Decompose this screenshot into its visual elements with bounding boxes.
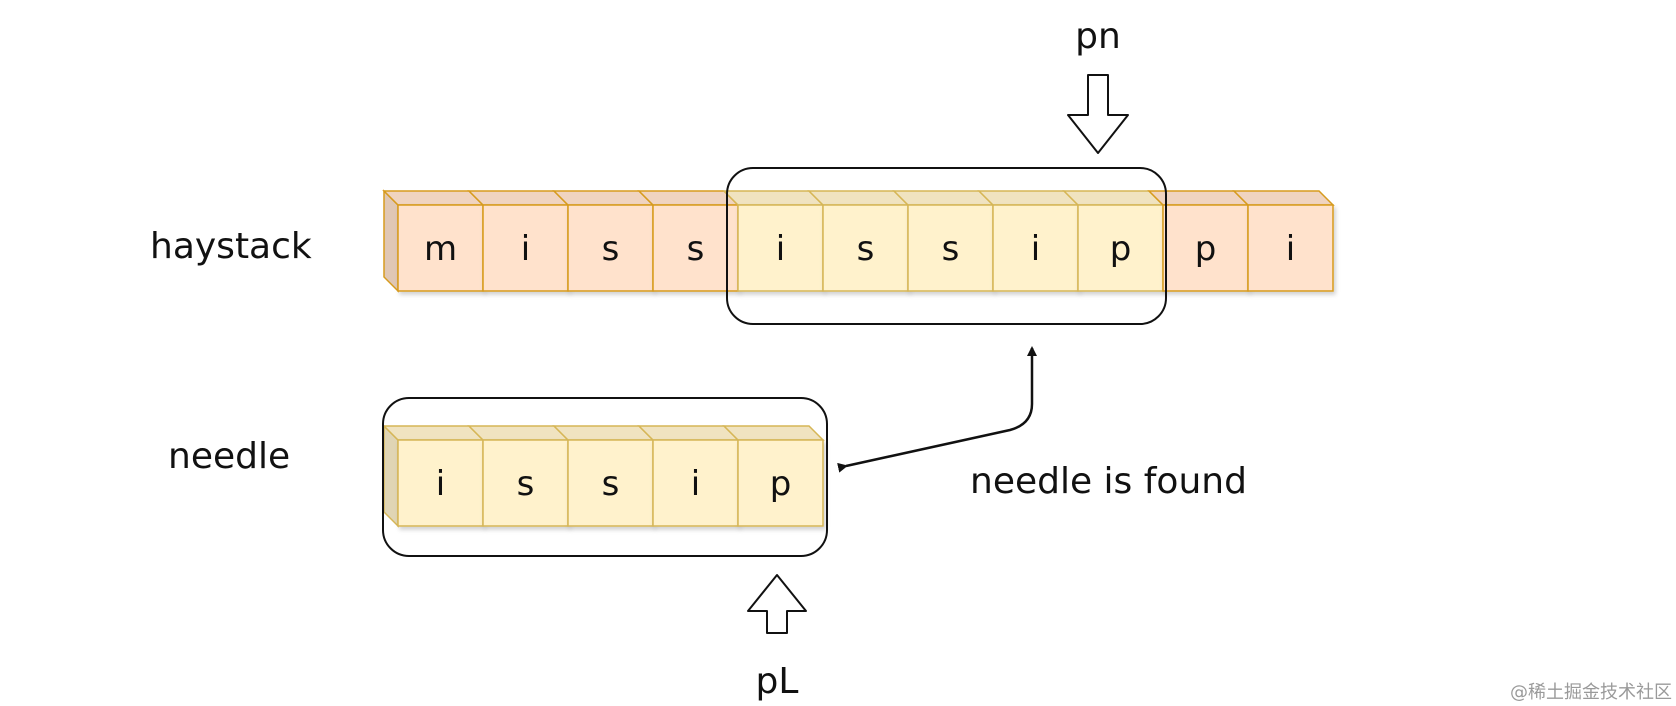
haystack-cell-face xyxy=(992,204,1079,292)
haystack-cell-top xyxy=(977,190,1080,206)
found-connector-arrow xyxy=(837,346,1037,473)
needle-cell-face xyxy=(482,439,569,527)
haystack-cell-char: i xyxy=(521,229,530,269)
haystack-cell-face xyxy=(397,204,484,292)
haystack-cell-top xyxy=(1062,190,1165,206)
needle-cell: s xyxy=(467,425,570,527)
haystack-cell-top xyxy=(1147,190,1250,206)
haystack-cell-top xyxy=(1232,190,1335,206)
haystack-cell-face xyxy=(1077,204,1164,292)
needle-cell: i xyxy=(382,425,485,527)
haystack-cell-top xyxy=(892,190,995,206)
needle-cell-top xyxy=(467,425,570,441)
needle-cell: p xyxy=(722,425,825,527)
haystack-cell-char: i xyxy=(1286,229,1295,269)
haystack-cell-top xyxy=(722,190,825,206)
haystack-cell-top xyxy=(382,190,485,206)
up-arrow-icon xyxy=(747,574,807,634)
down-arrow-icon xyxy=(1067,74,1129,154)
haystack-label: haystack xyxy=(150,226,312,267)
haystack-cell-char: m xyxy=(424,229,457,269)
haystack-cell-char: s xyxy=(942,229,960,269)
haystack-cell-face xyxy=(1162,204,1249,292)
haystack-cell-char: i xyxy=(1031,229,1040,269)
haystack-cell: i xyxy=(722,190,825,292)
needle-cell-face xyxy=(567,439,654,527)
haystack-cell-face xyxy=(907,204,994,292)
haystack-cell-top xyxy=(807,190,910,206)
needle-cell-face xyxy=(397,439,484,527)
haystack-cell: s xyxy=(892,190,995,292)
needle-cell-face xyxy=(652,439,739,527)
haystack-cell: s xyxy=(637,190,740,292)
haystack-cell-char: p xyxy=(1195,229,1217,269)
needle-cell-face xyxy=(737,439,824,527)
haystack-cell: p xyxy=(1062,190,1165,292)
needle-cell-char: p xyxy=(770,464,792,504)
haystack-cell: i xyxy=(467,190,570,292)
haystack-match-outline xyxy=(726,167,1167,325)
needle-cell-char: s xyxy=(602,464,620,504)
haystack-cell: i xyxy=(977,190,1080,292)
needle-cell-top xyxy=(722,425,825,441)
needle-outline xyxy=(382,397,828,557)
haystack-cell-top xyxy=(467,190,570,206)
haystack-cell-face xyxy=(567,204,654,292)
haystack-cell: p xyxy=(1147,190,1250,292)
needle-cell-char: i xyxy=(436,464,445,504)
needle-found-label: needle is found xyxy=(970,461,1247,502)
pointer-pl-label: pL xyxy=(756,661,799,702)
needle-label: needle xyxy=(168,436,290,477)
haystack-cell: s xyxy=(807,190,910,292)
needle-cell-char: s xyxy=(517,464,535,504)
haystack-cell-char: i xyxy=(776,229,785,269)
haystack-cell-char: p xyxy=(1110,229,1132,269)
needle-cell-top xyxy=(552,425,655,441)
needle-cell-char: i xyxy=(691,464,700,504)
haystack-cell-face xyxy=(737,204,824,292)
haystack-cell-top xyxy=(637,190,740,206)
needle-side-face xyxy=(383,424,399,528)
haystack-cell-face xyxy=(822,204,909,292)
haystack-cell-face xyxy=(1247,204,1334,292)
haystack-cell-char: s xyxy=(687,229,705,269)
needle-cell-top xyxy=(637,425,740,441)
needle-cell: s xyxy=(552,425,655,527)
haystack-cell-face xyxy=(482,204,569,292)
haystack-cell-char: s xyxy=(857,229,875,269)
haystack-cell-top xyxy=(552,190,655,206)
haystack-side-face xyxy=(383,189,399,293)
needle-cell: i xyxy=(637,425,740,527)
pointer-pn-label: pn xyxy=(1075,16,1121,57)
watermark: @稀土掘金技术社区 xyxy=(1510,682,1672,703)
needle-cell-top xyxy=(382,425,485,441)
haystack-cell: m xyxy=(382,190,485,292)
haystack-cell: i xyxy=(1232,190,1335,292)
haystack-cell-char: s xyxy=(602,229,620,269)
haystack-cell: s xyxy=(552,190,655,292)
